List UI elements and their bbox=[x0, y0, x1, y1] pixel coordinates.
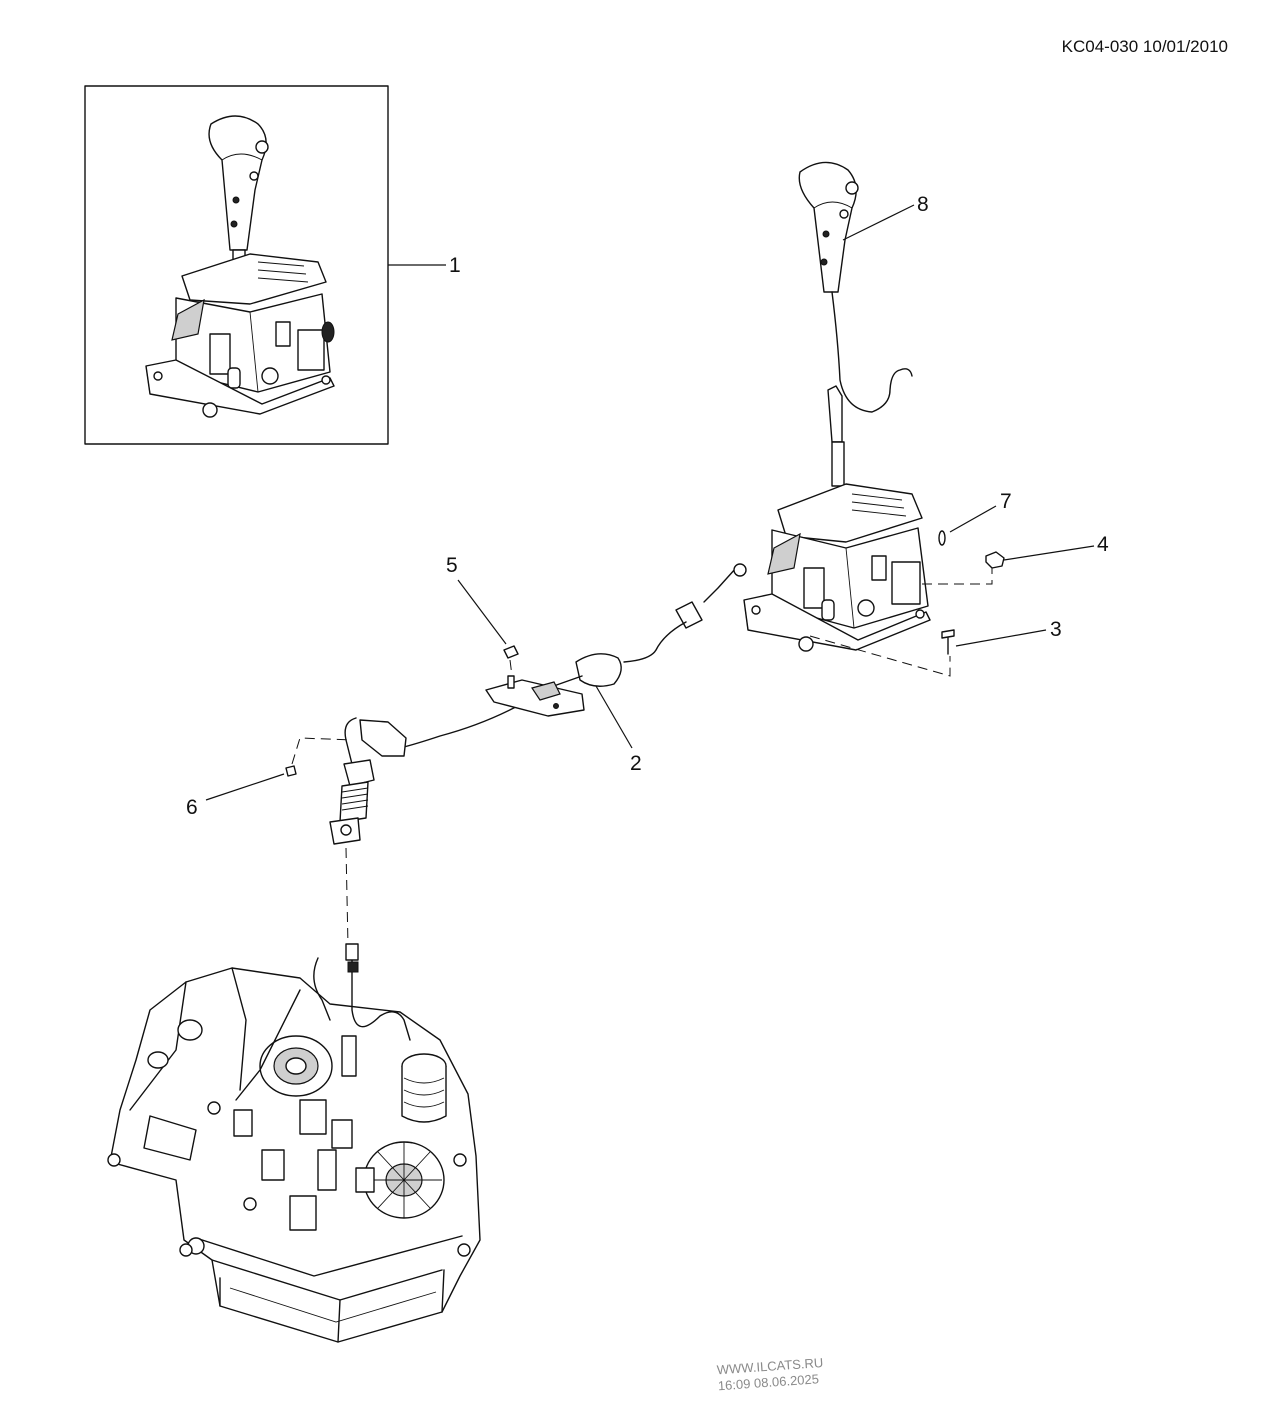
leader-5 bbox=[457, 579, 507, 645]
leader-3 bbox=[955, 629, 1047, 647]
leader-4 bbox=[1003, 545, 1095, 561]
clip-6 bbox=[285, 765, 297, 777]
callout-2: 2 bbox=[630, 752, 642, 775]
leader-2 bbox=[595, 685, 633, 749]
watermark-stamp: 16:09 08.06.2025 bbox=[717, 1371, 819, 1393]
clip-5 bbox=[503, 645, 519, 659]
callout-7: 7 bbox=[1000, 490, 1012, 513]
callout-8: 8 bbox=[917, 193, 929, 216]
dash-5 bbox=[509, 659, 513, 677]
shift-knob-exploded bbox=[798, 161, 859, 293]
dash-4 bbox=[922, 568, 993, 585]
button-wire bbox=[831, 291, 913, 413]
callout-6: 6 bbox=[186, 796, 198, 819]
transaxle-assembly bbox=[107, 943, 481, 1343]
callout-5: 5 bbox=[446, 554, 458, 577]
dash-transaxle bbox=[345, 847, 349, 947]
callout-3: 3 bbox=[1050, 618, 1062, 641]
watermark-site: WWW.ILCATS.RU bbox=[716, 1355, 823, 1377]
callout-4: 4 bbox=[1097, 533, 1109, 556]
dash-6 bbox=[291, 737, 353, 765]
leader-6 bbox=[205, 773, 285, 801]
diagram-code: KC04-030 10/01/2010 bbox=[1062, 37, 1228, 56]
bolt-3-head bbox=[941, 629, 955, 639]
dash-3 bbox=[809, 635, 951, 677]
leader-7 bbox=[949, 505, 997, 533]
leader-8 bbox=[842, 204, 915, 241]
nut-4 bbox=[985, 551, 1005, 569]
watermark: WWW.ILCATS.RU 16:09 08.06.2025 bbox=[716, 1355, 823, 1393]
clip-7 bbox=[938, 530, 946, 546]
shift-cable bbox=[329, 563, 747, 845]
shifter-assembly-inset bbox=[145, 115, 335, 418]
callout-1: 1 bbox=[449, 254, 461, 277]
shifter-assembly-exploded bbox=[743, 385, 931, 652]
